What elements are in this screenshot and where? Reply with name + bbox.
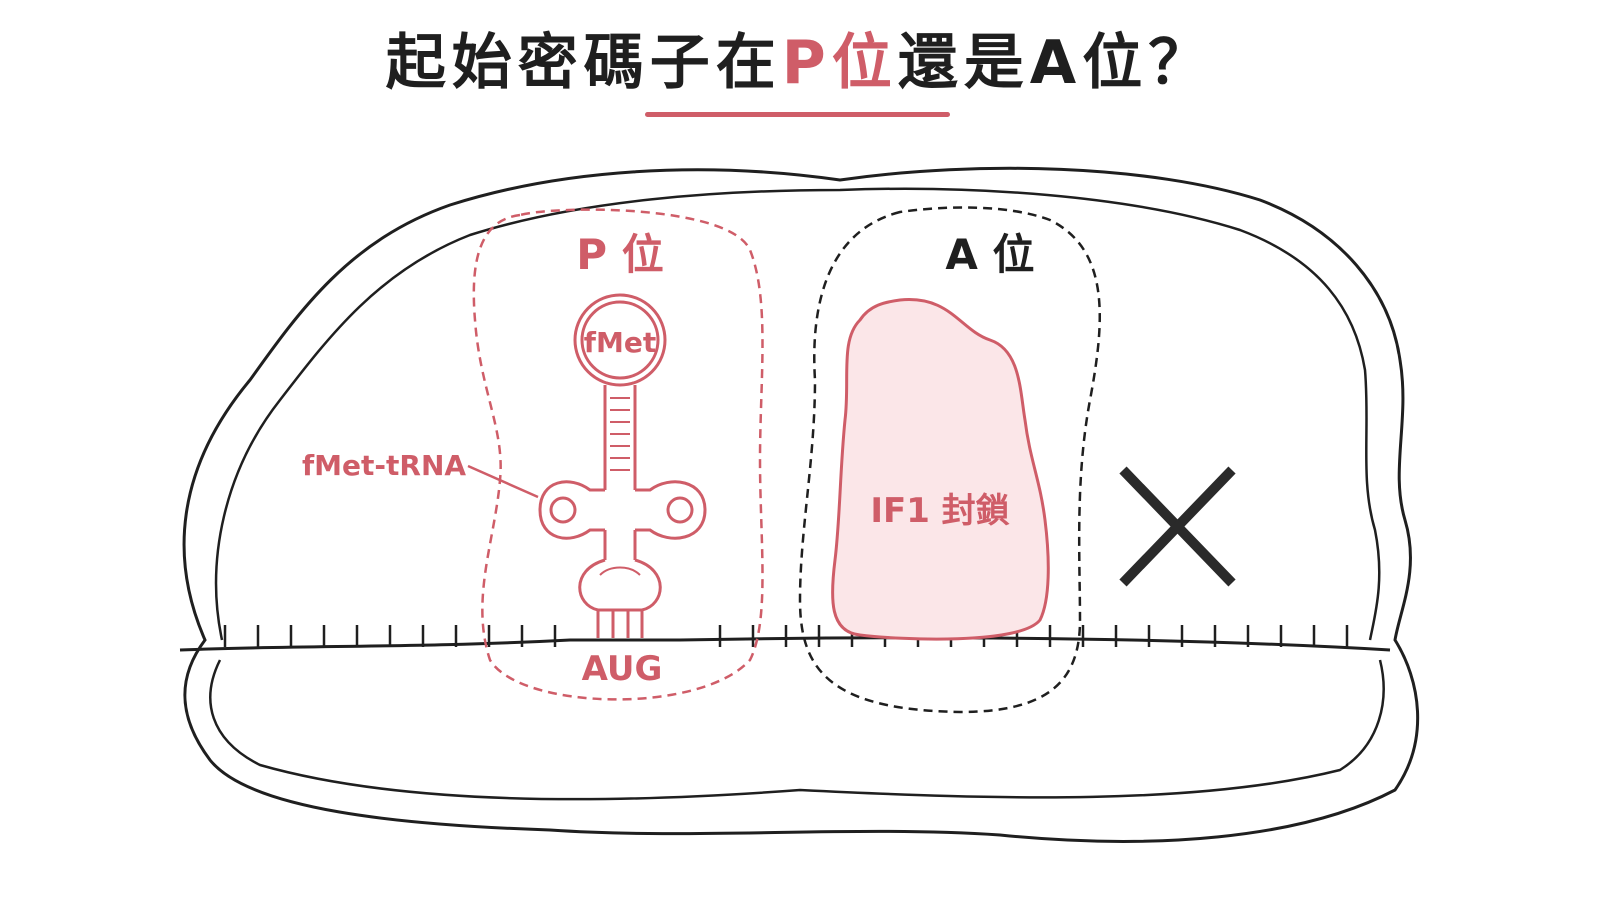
a-site-region [798, 206, 1101, 714]
p-site-region [472, 208, 764, 701]
mrna-ticks [223, 625, 1349, 647]
small-subunit-inner [209, 659, 1385, 801]
amino-acid-label: fMet [584, 326, 656, 359]
title-underline [645, 112, 950, 117]
page-title: 起始密碼子在P位還是A位？ [0, 18, 1600, 108]
subunit-interface [179, 636, 1391, 652]
trna-structure [538, 293, 707, 638]
codon-label: AUG [582, 649, 663, 689]
ribosome-outline [182, 166, 1420, 843]
title-highlight: P位 [781, 28, 898, 98]
large-subunit-inner [214, 187, 1381, 641]
x-mark-icon [1119, 466, 1236, 587]
a-site-label: A 位 [945, 230, 1034, 279]
title-suffix: 還是A位？ [897, 28, 1215, 98]
trna-callout-line [467, 464, 539, 499]
if1-blob [831, 298, 1050, 641]
title-prefix: 起始密碼子在 [385, 28, 782, 98]
trna-name-label: fMet-tRNA [302, 449, 466, 482]
if1-label: IF1 封鎖 [870, 491, 1009, 531]
p-site-label: P 位 [576, 230, 663, 279]
